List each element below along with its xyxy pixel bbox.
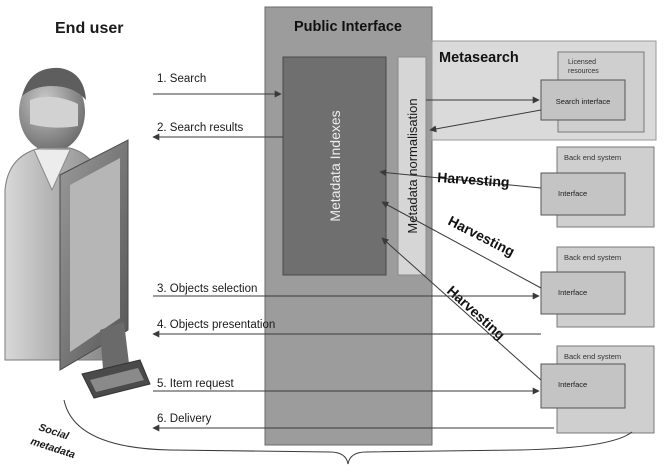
backend-interface-label: Interface — [558, 288, 587, 297]
public-interface-title: Public Interface — [294, 19, 402, 35]
user-head — [19, 67, 86, 152]
backend-interface-label: Interface — [558, 189, 587, 198]
backend-title: Back end system — [564, 352, 621, 361]
harvesting-arrow-3 — [381, 237, 542, 381]
flow-label-delivery: 6. Delivery — [157, 413, 212, 425]
end-user-label: End user — [55, 20, 123, 37]
flow-label-objects-presentation: 4. Objects presentation — [157, 319, 275, 331]
metasearch-title: Metasearch — [439, 50, 519, 66]
backend-interface-box — [540, 271, 626, 315]
harvesting-arrow-2 — [381, 201, 542, 289]
flow-label-item-request: 5. Item request — [157, 378, 235, 390]
licensed-resources-label-2: resources — [568, 68, 599, 75]
metadata-normalisation-box — [397, 56, 427, 276]
metasearch-arrows — [426, 96, 542, 133]
computer-monitor-icon — [59, 139, 151, 399]
metadata-indexes-label: Metadata Indexes — [327, 110, 343, 221]
social-metadata-label-2: metadata — [29, 435, 77, 461]
metasearch-panel: Metasearch Licensed resources Search int… — [431, 40, 657, 141]
backend-title: Back end system — [564, 253, 621, 262]
backend-interface-box — [540, 363, 626, 409]
backend-interface-box — [540, 172, 626, 216]
search-interface-to-normalisation-arrow — [429, 109, 542, 133]
search-interface-box — [540, 79, 626, 121]
harvesting-label-2: Harvesting — [446, 212, 518, 259]
backend-interface-label: Interface — [558, 380, 587, 389]
flow-label-search: 1. Search — [157, 73, 206, 85]
harvesting-arrow-1 — [379, 169, 542, 189]
licensed-resources-label-1: Licensed — [568, 59, 596, 66]
flow-label-search-results: 2. Search results — [157, 122, 244, 134]
backend-system-3: Back end system Interface — [540, 345, 655, 434]
metadata-normalisation-label: Metadata normalisation — [405, 98, 420, 233]
backend-title: Back end system — [564, 153, 621, 162]
flow-arrows — [152, 90, 554, 432]
backend-system-2: Back end system Interface — [540, 246, 655, 328]
harvesting-label-1: Harvesting — [437, 169, 510, 190]
social-metadata-brace — [63, 399, 633, 465]
metadata-indexes-box — [282, 56, 387, 276]
harvesting-arrows — [379, 169, 542, 381]
backend-system-1: Back end system Interface — [540, 146, 655, 228]
end-user-figure: End user Social metadata — [4, 20, 151, 461]
flow-label-objects-selection: 3. Objects selection — [157, 283, 257, 295]
search-interface-label: Search interface — [556, 97, 611, 106]
public-interface: Public Interface Metadata Indexes Metada… — [264, 6, 433, 446]
